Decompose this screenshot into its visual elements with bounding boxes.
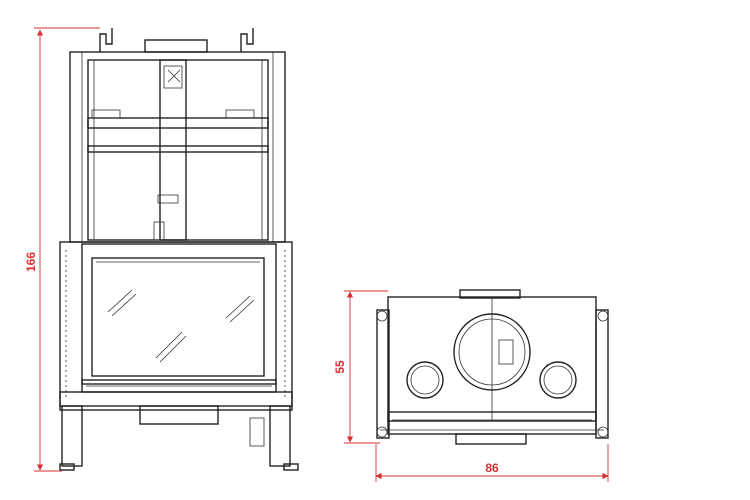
top-width-label: 86 (485, 461, 499, 475)
top-depth-dimension: 55 (333, 290, 388, 444)
front-height-label: 166 (24, 252, 38, 272)
front-height-dimension: 166 (24, 27, 100, 472)
top-depth-label: 55 (333, 360, 347, 374)
top-width-dimension: 86 (375, 444, 609, 482)
front-view (59, 28, 299, 471)
top-view (376, 289, 609, 445)
